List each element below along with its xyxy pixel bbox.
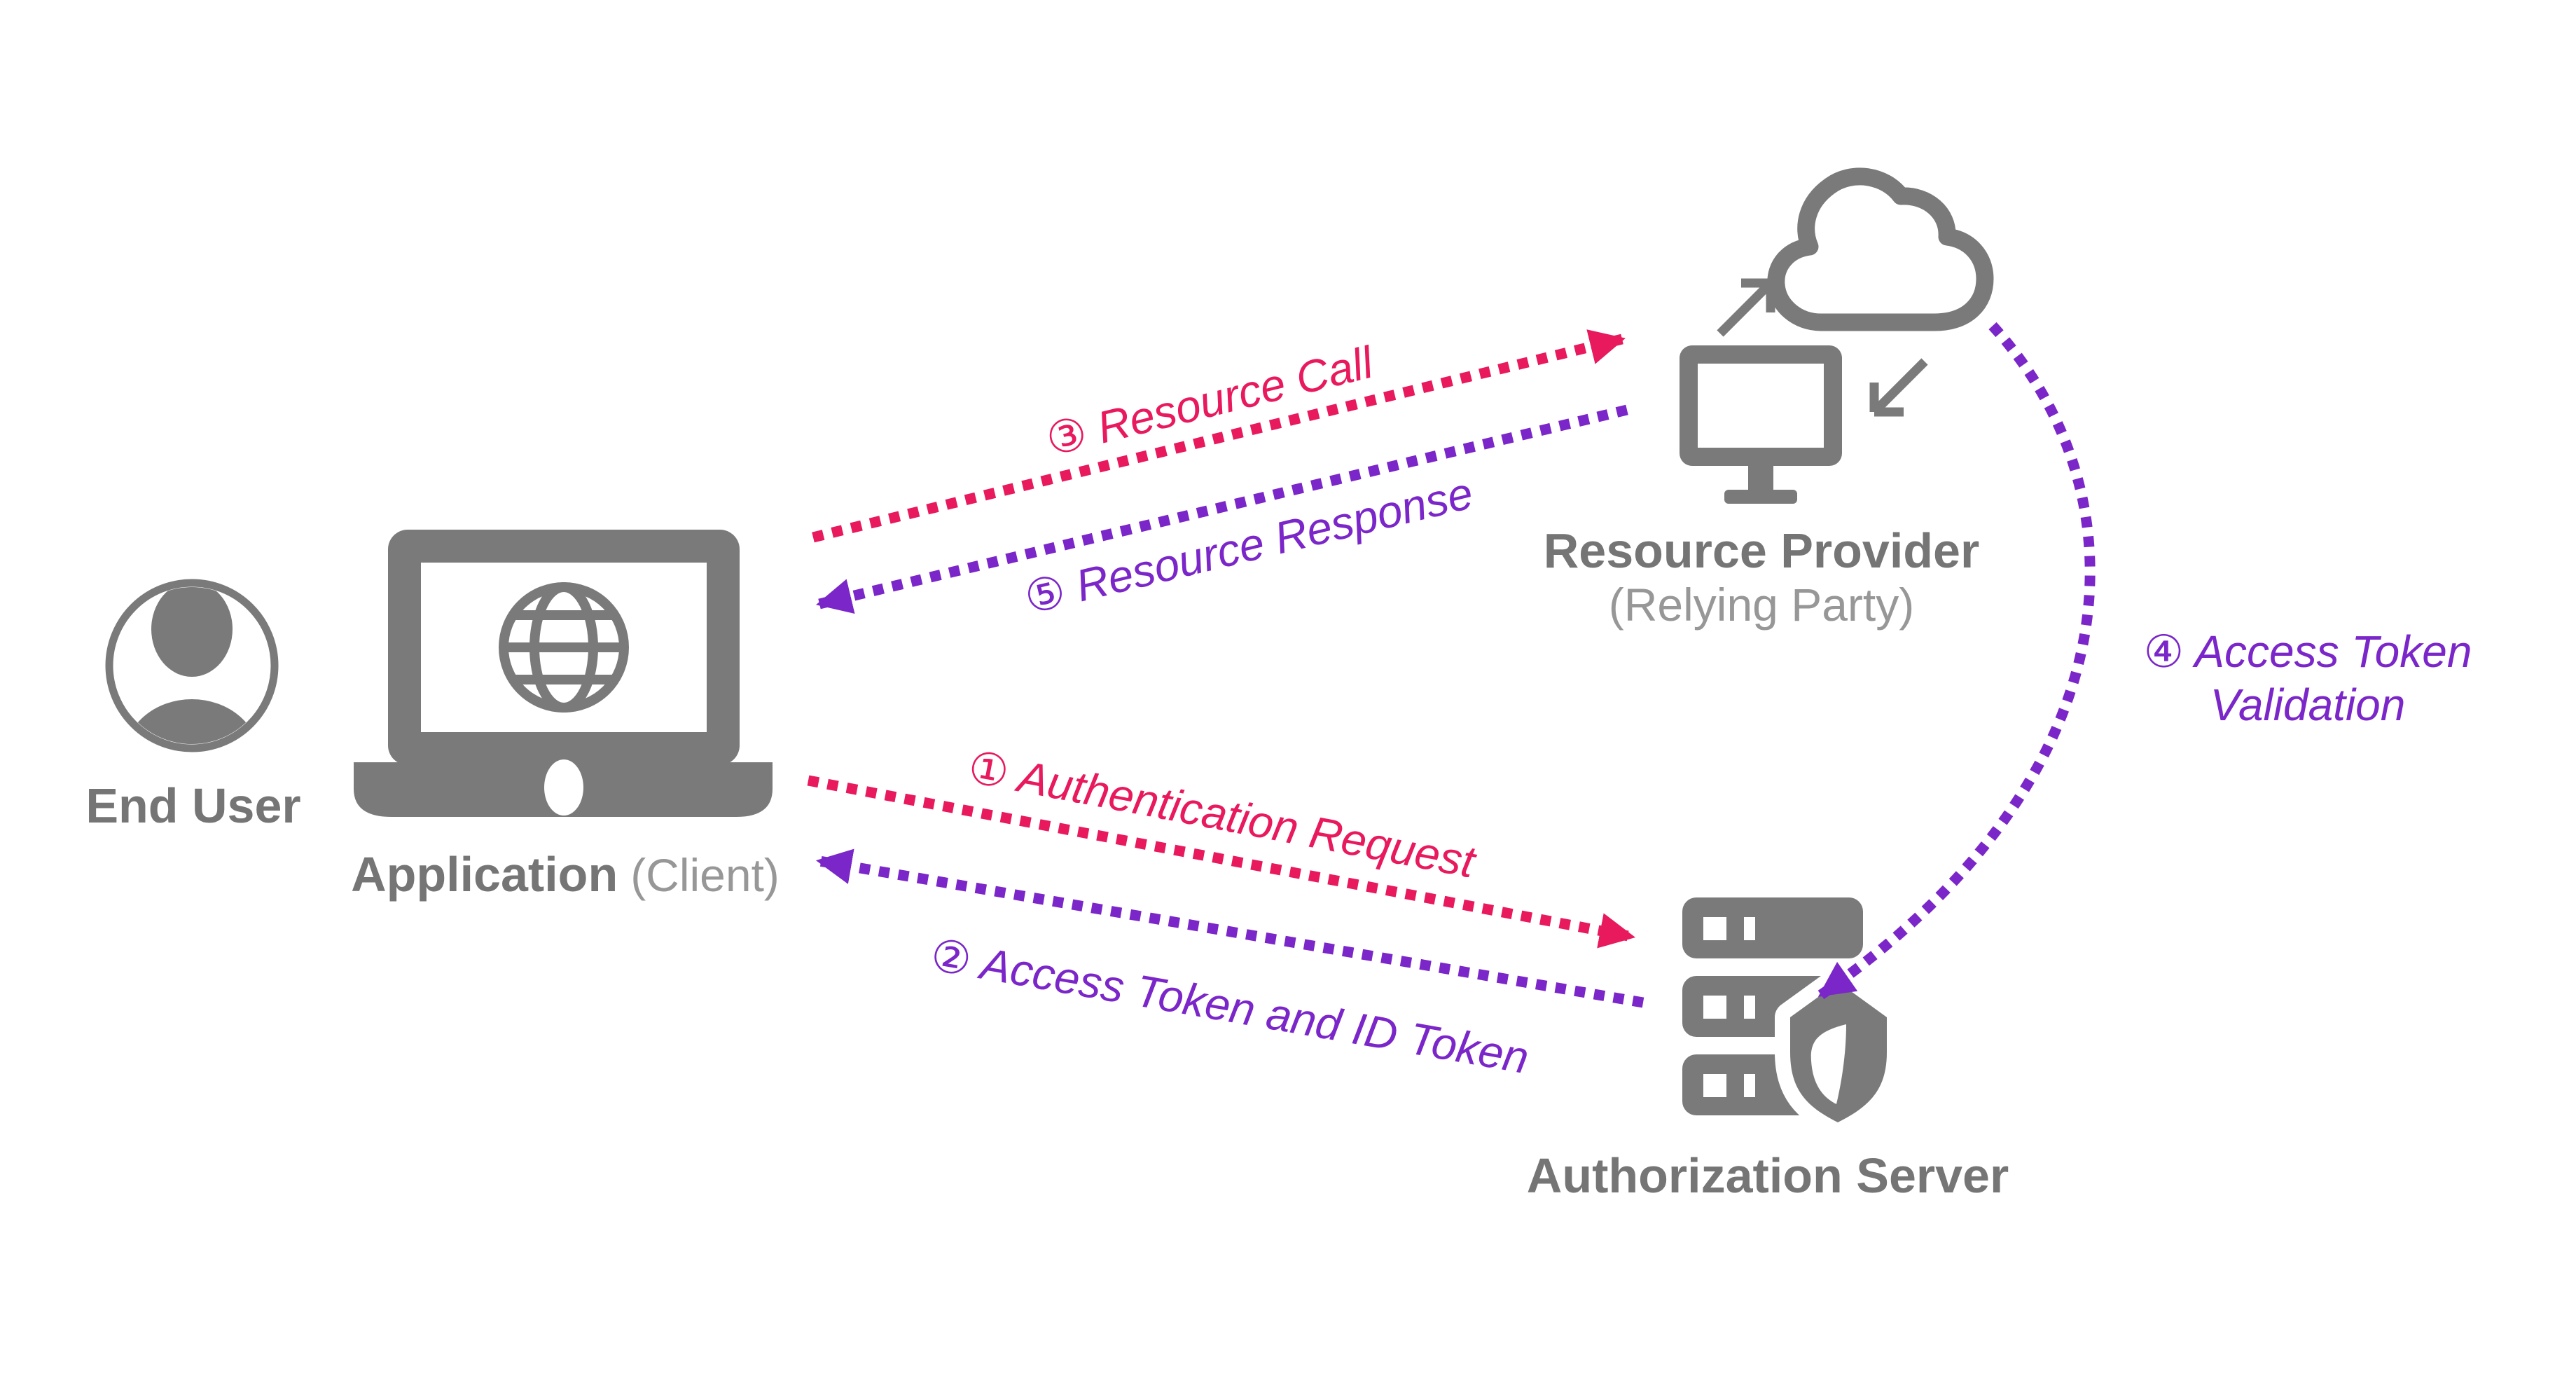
- flow-resource-call-arrow: [812, 329, 1626, 543]
- laptop-globe-icon: [354, 530, 773, 817]
- resource-provider-node: Resource Provider (Relying Party): [1544, 167, 1994, 631]
- authorization-server-label: Authorization Server: [1527, 1148, 2009, 1203]
- cloud-icon: [1767, 167, 1994, 331]
- resource-provider-label: Resource Provider: [1544, 523, 1979, 578]
- flow-resource-call-label: ③ Resource Call: [1041, 336, 1379, 465]
- application-node: Application(Client): [351, 530, 780, 902]
- flow-arrows: [807, 322, 2096, 1008]
- shield-icon: [1775, 967, 1902, 1138]
- flow-token-response-arrow: [815, 848, 1644, 1008]
- flow-token-validation-arrow: [1817, 322, 2096, 1000]
- flow-authentication-request-label: ① Authentication Request: [964, 741, 1481, 888]
- end-user-node: End User: [85, 579, 301, 833]
- globe-icon: [499, 582, 629, 713]
- application-label: Application(Client): [351, 847, 780, 902]
- sync-arrows-icon: [1717, 278, 1928, 417]
- resource-provider-sublabel: (Relying Party): [1609, 579, 1914, 631]
- authorization-server-node: Authorization Server: [1527, 897, 2009, 1203]
- person-icon: [105, 579, 279, 752]
- svg-text:④ Access Token: ④ Access Token: [2144, 626, 2472, 677]
- flow-resource-response-arrow: [816, 404, 1628, 614]
- svg-text:Validation: Validation: [2210, 680, 2406, 730]
- flow-resource-response-label: ⑤ Resource Response: [1020, 467, 1478, 624]
- flow-authentication-request-arrow: [807, 775, 1636, 949]
- flow-token-response-label: ② Access Token and ID Token: [927, 930, 1532, 1084]
- end-user-label: End User: [85, 778, 300, 833]
- flow-token-validation-label: ④ Access Token Validation: [2144, 626, 2472, 730]
- monitor-icon: [1680, 345, 1842, 504]
